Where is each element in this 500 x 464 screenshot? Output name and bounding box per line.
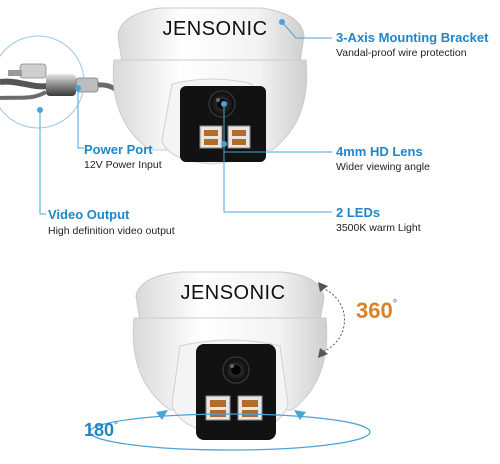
feature-subtitle-leds: 3500K warm Light <box>336 222 421 234</box>
led-modules-bottom <box>205 395 263 421</box>
power-video-cable <box>0 63 126 100</box>
feature-subtitle-mounting-bracket: Vandal-proof wire protection <box>336 47 467 59</box>
pan-degree-unit: ° <box>392 298 398 310</box>
pan-rotation-arrow <box>318 282 345 358</box>
feature-subtitle-hd-lens: Wider viewing angle <box>336 161 430 173</box>
camera-rotation-view <box>132 271 328 440</box>
brand-logo-bottom: JENSONIC <box>180 282 286 304</box>
feature-subtitle-power-port: 12V Power Input <box>84 159 162 171</box>
pan-degree-label: 360° <box>356 298 397 324</box>
tilt-degree-value: 180 <box>84 420 115 440</box>
feature-title-power-port: Power Port <box>84 142 153 157</box>
feature-title-mounting-bracket: 3-Axis Mounting Bracket <box>336 30 489 45</box>
pan-degree-value: 360 <box>356 298 393 323</box>
feature-title-video-output: Video Output <box>48 207 130 222</box>
camera-front-view <box>112 7 308 165</box>
tilt-degree-unit: ° <box>114 420 119 431</box>
tilt-degree-label: 180° <box>84 420 118 441</box>
feature-title-hd-lens: 4mm HD Lens <box>336 144 423 159</box>
tilt-rotation-arrow <box>89 410 371 451</box>
feature-title-leds: 2 LEDs <box>336 205 381 220</box>
led-modules-top <box>199 125 251 149</box>
cable-zoom-circle <box>0 35 85 129</box>
callout-lines <box>39 21 332 215</box>
brand-logo-top: JENSONIC <box>162 18 268 40</box>
feature-subtitle-video-output: High definition video output <box>48 225 175 237</box>
callout-dots <box>37 19 285 147</box>
